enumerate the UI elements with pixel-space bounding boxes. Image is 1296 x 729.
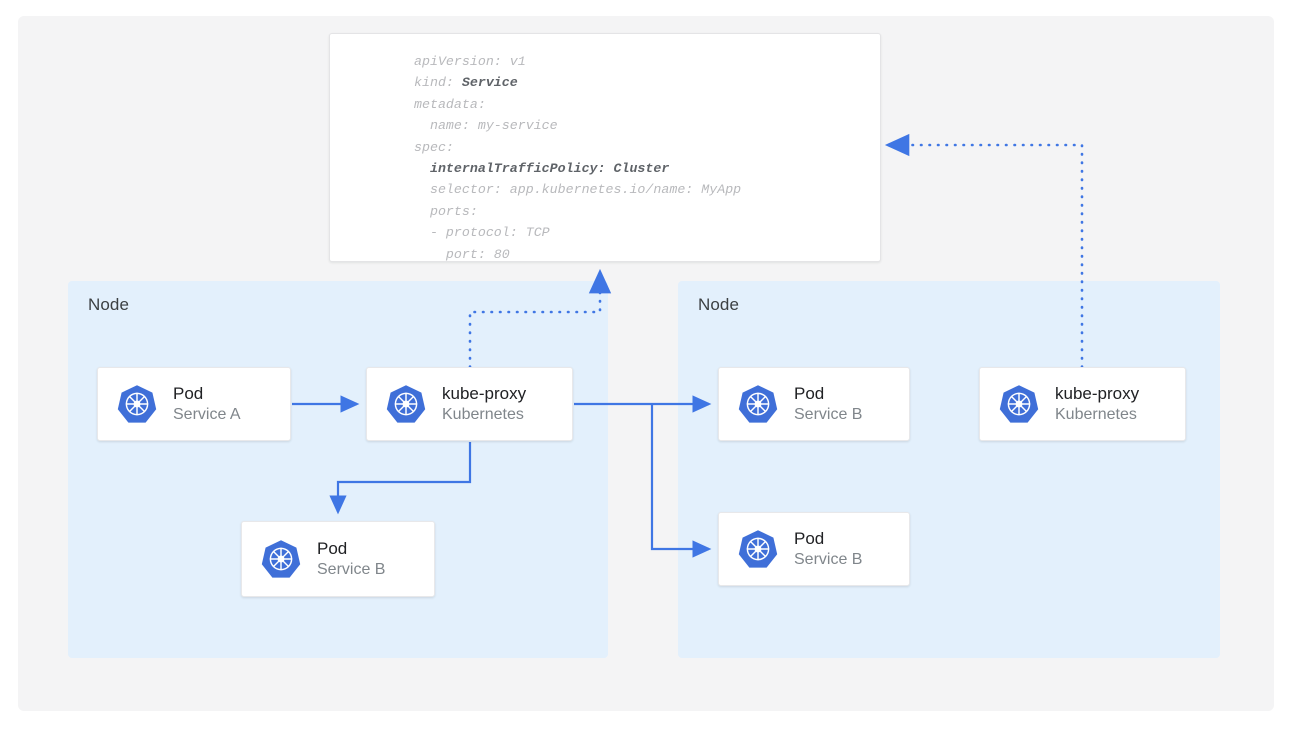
yaml-line-9: port: 80 — [414, 246, 510, 262]
card-pod-service-b-right-bottom[interactable]: Pod Service B — [718, 512, 910, 586]
card-subtitle: Service A — [173, 405, 241, 423]
kubernetes-logo-icon — [736, 382, 780, 426]
card-title: Pod — [794, 528, 825, 548]
card-title: Pod — [173, 383, 204, 403]
card-pod-service-b-right-top[interactable]: Pod Service B — [718, 367, 910, 441]
node-panel-left: Node — [68, 281, 608, 658]
kubernetes-logo-icon — [115, 382, 159, 426]
yaml-line-5: internalTrafficPolicy: Cluster — [414, 161, 670, 177]
yaml-line-6: selector: app.kubernetes.io/name: MyApp — [414, 182, 742, 198]
card-subtitle: Kubernetes — [442, 405, 524, 423]
card-title: kube-proxy — [1055, 383, 1140, 403]
yaml-line-2: metadata: — [414, 96, 486, 112]
card-title: Pod — [794, 383, 825, 403]
card-subtitle: Service B — [794, 550, 863, 568]
yaml-line-3: name: my-service — [414, 118, 558, 134]
service-manifest-card: apiVersion: v1 kind: Service metadata: nam… — [329, 33, 881, 262]
service-manifest-text: apiVersion: v1 kind: Service metadata: nam… — [414, 51, 742, 262]
card-subtitle: Kubernetes — [1055, 405, 1137, 423]
node-label-left: Node — [88, 295, 130, 314]
node-panel-right: Node — [678, 281, 1220, 658]
card-title: Pod — [317, 538, 348, 558]
node-label-right: Node — [698, 295, 740, 314]
yaml-line-7: ports: — [414, 203, 478, 219]
kubernetes-logo-icon — [736, 527, 780, 571]
card-kube-proxy-left[interactable]: kube-proxy Kubernetes — [366, 367, 573, 441]
kubernetes-logo-icon — [997, 382, 1041, 426]
card-pod-service-b-left-node[interactable]: Pod Service B — [241, 521, 435, 597]
card-kube-proxy-right[interactable]: kube-proxy Kubernetes — [979, 367, 1186, 441]
yaml-line-4: spec: — [414, 139, 454, 155]
card-subtitle: Service B — [794, 405, 863, 423]
yaml-line-0: apiVersion: v1 — [414, 54, 526, 69]
yaml-line-8: - protocol: TCP — [414, 225, 550, 241]
card-title: kube-proxy — [442, 383, 527, 403]
kubernetes-logo-icon — [259, 537, 303, 581]
yaml-line-1: kind: Service — [414, 75, 518, 91]
card-subtitle: Service B — [317, 560, 386, 578]
card-pod-service-a[interactable]: Pod Service A — [97, 367, 291, 441]
kubernetes-logo-icon — [384, 382, 428, 426]
